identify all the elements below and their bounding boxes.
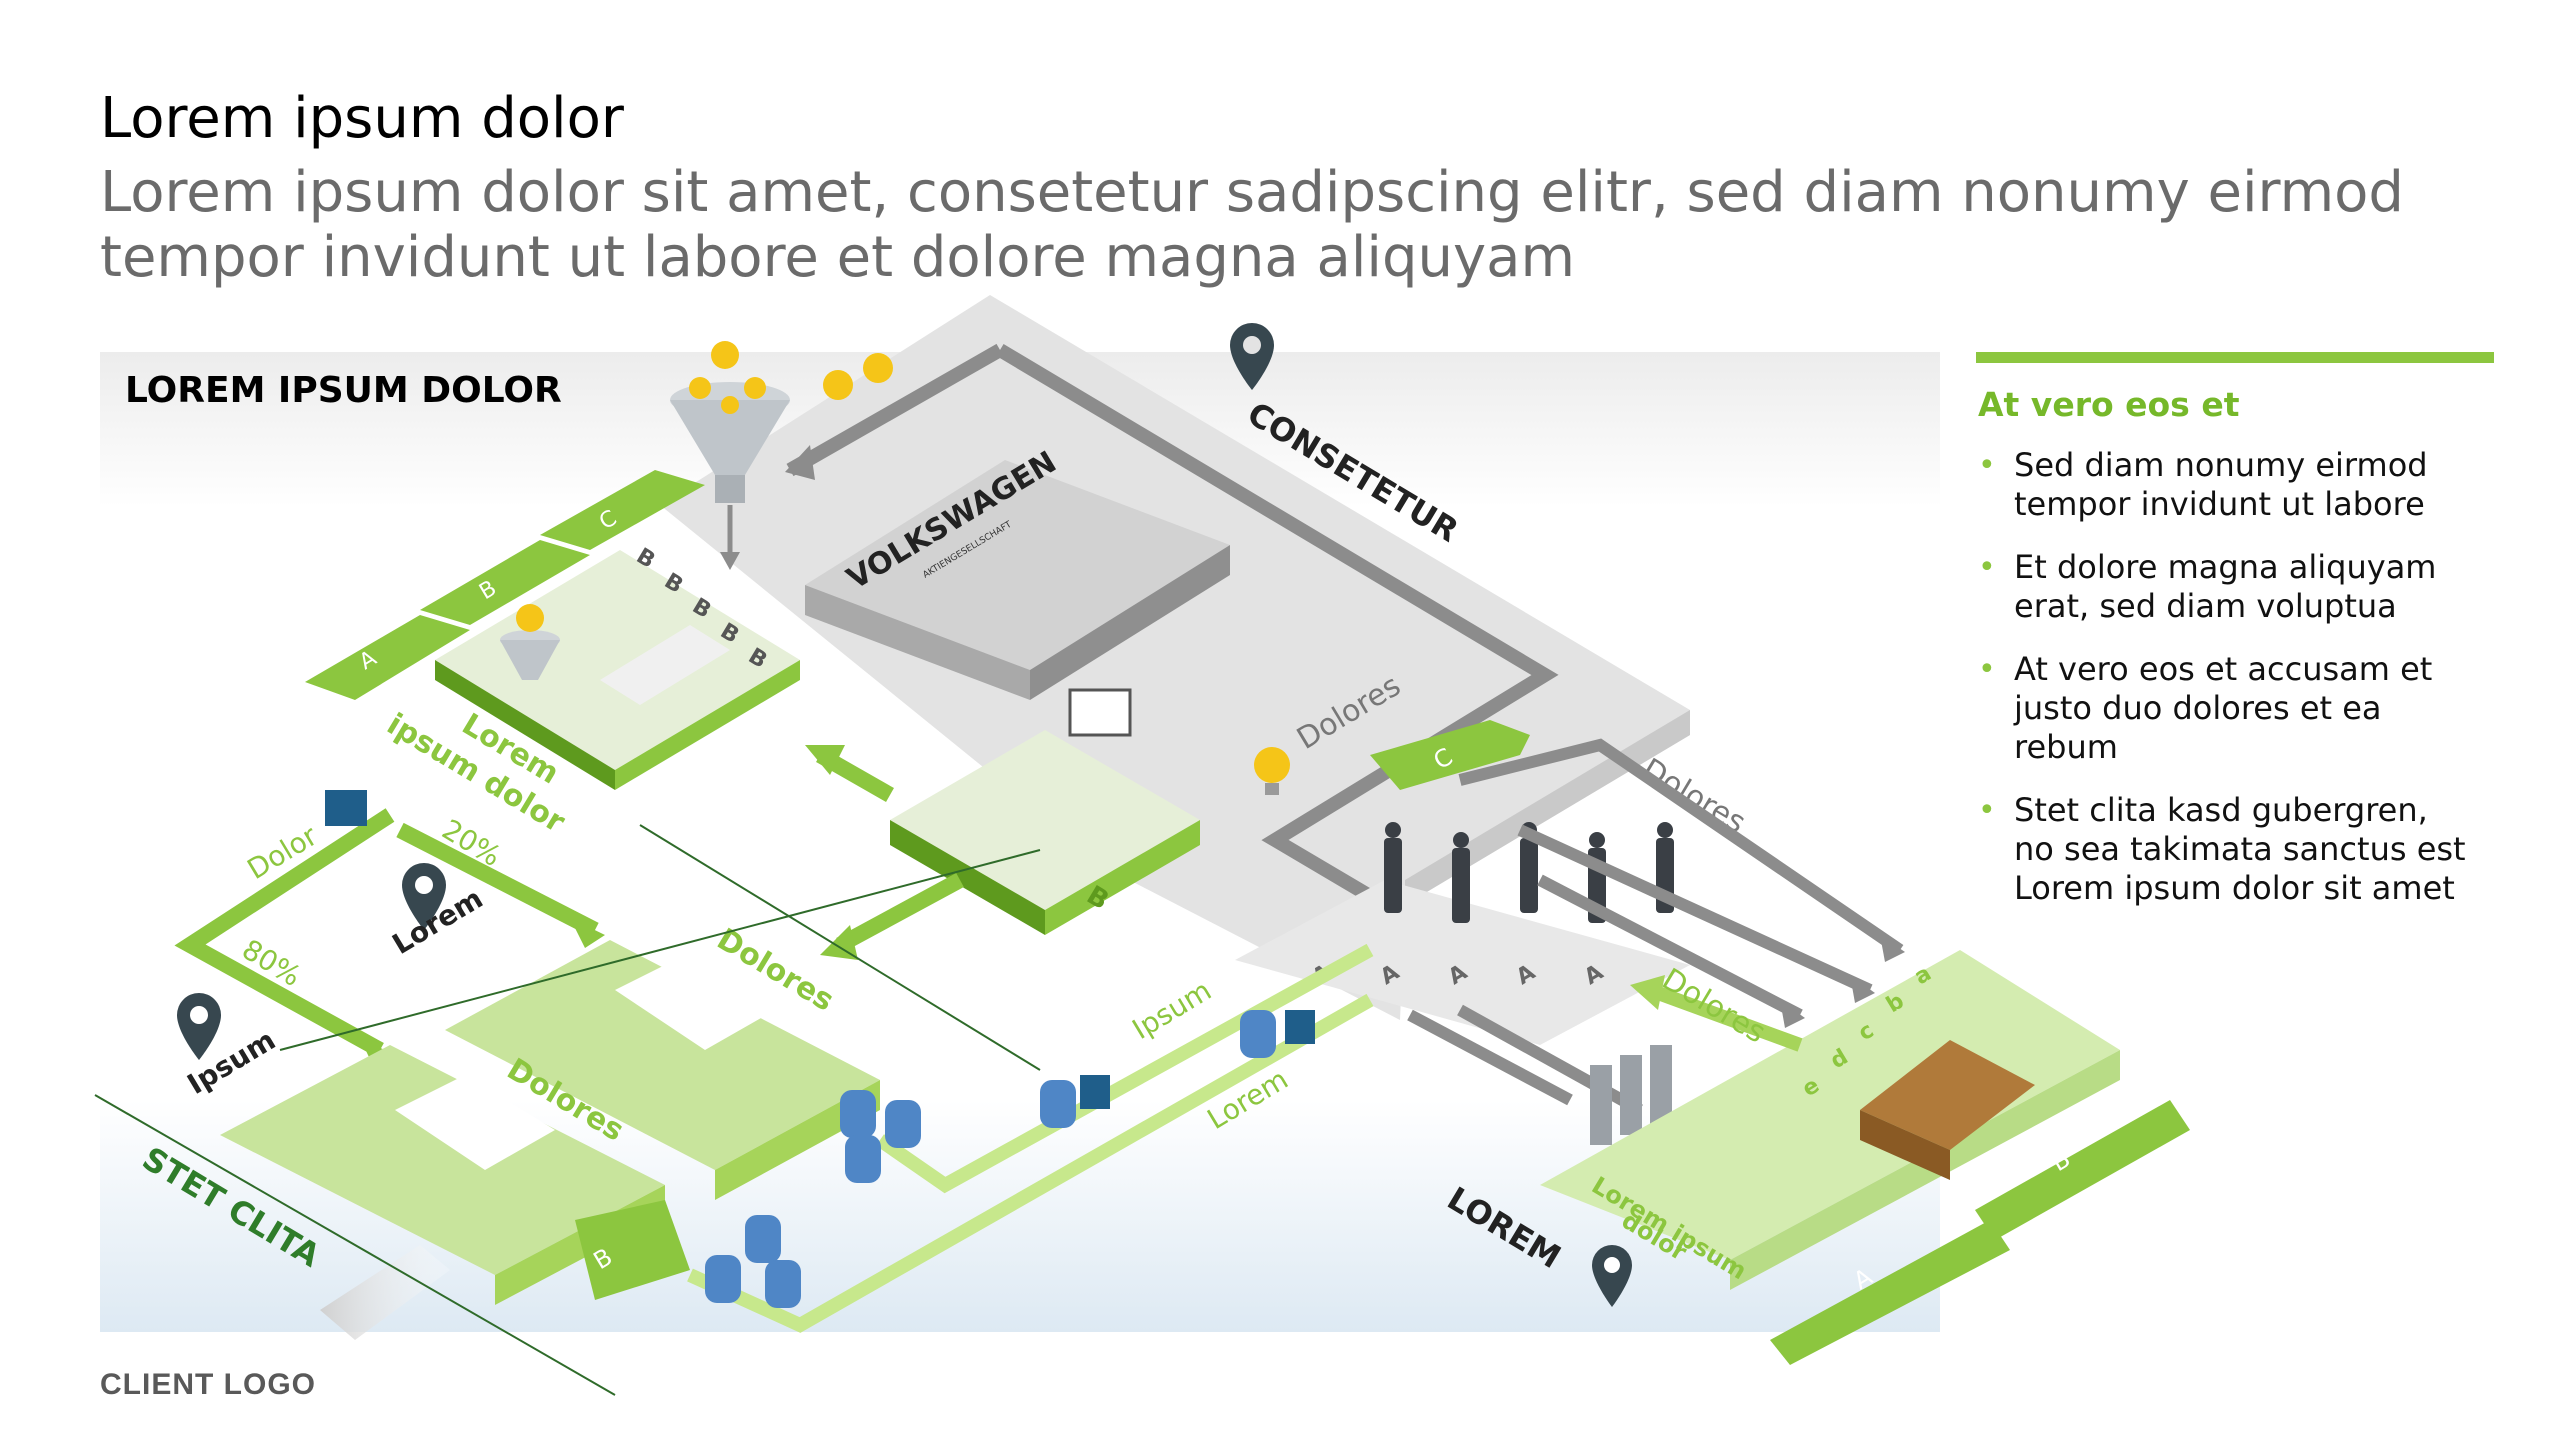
arrow-b-left <box>575 1200 690 1300</box>
arrow-c-center <box>1370 720 1530 790</box>
map-pin-icon <box>1592 1245 1632 1307</box>
green-return-arrowhead <box>1630 975 1665 1010</box>
meeting-table-icon <box>600 625 730 705</box>
dolores-gray-label-2: Dolores <box>1636 752 1752 841</box>
gray-outgoing-arrow <box>320 1245 450 1340</box>
map-pin-icon <box>177 993 221 1060</box>
bullet-line: Et dolore magna aliquyam <box>2014 548 2437 586</box>
bullet-line: erat, sed diam voluptua <box>2014 587 2397 625</box>
person-head <box>1453 832 1469 848</box>
right-desk-platform <box>1540 950 2120 1260</box>
panel-bullet: Stet clita kasd gubergren,no sea takimat… <box>1978 791 2490 908</box>
page-title: Lorem ipsum dolor <box>100 86 624 151</box>
bullet-line: tempor invidunt ut labore <box>2014 485 2425 523</box>
arrow-a <box>305 615 470 700</box>
dimension-lines <box>94 824 1041 1396</box>
bullet-line: no sea takimata sanctus est <box>2014 830 2466 868</box>
person-body <box>1384 838 1402 913</box>
book-icon <box>1080 1010 1315 1109</box>
center-green-platform-front <box>890 820 1045 935</box>
gray-arrowhead <box>1880 935 1905 962</box>
funnel-icon <box>500 630 560 680</box>
arrow-b-right <box>1975 1100 2190 1240</box>
info-panel: At vero eos et Sed diam nonumy eirmodtem… <box>1976 352 2494 932</box>
vw-building-right <box>1030 545 1230 700</box>
desk-icon <box>1860 1040 2035 1180</box>
bullet-line: At vero eos et accusam et <box>2014 650 2433 688</box>
meeting-table-icon <box>395 1075 555 1170</box>
right-desk-platform-side <box>1730 1050 2120 1290</box>
map-pin-icon <box>402 863 446 930</box>
bullet-line: Lorem ipsum dolor sit amet <box>2014 869 2455 907</box>
bullet-line: Sed diam nonumy eirmod <box>2014 446 2428 484</box>
left-stage-platform-side <box>615 660 800 790</box>
funnel-down-arrowhead <box>720 552 740 570</box>
map-pin-icon <box>1230 323 1274 390</box>
meeting-table-icon <box>615 955 775 1050</box>
meeting-room-upper-side <box>715 1080 880 1200</box>
lightbulb-icon <box>516 604 544 632</box>
presentation-board-icon <box>1068 688 1132 737</box>
gray-loop-top-segment <box>786 343 1004 477</box>
bullet-line: rebum <box>2014 728 2118 766</box>
gate-platform <box>1235 880 1690 1045</box>
left-flow-lines <box>174 808 599 1058</box>
vw-building-top <box>805 460 1230 670</box>
book-icon <box>325 790 367 826</box>
center-green-platform-side <box>1045 820 1200 935</box>
arrow-b <box>420 540 590 625</box>
person-body <box>1452 848 1470 923</box>
panel-divider <box>1976 352 2494 363</box>
vw-building-front <box>805 585 1030 700</box>
page-subtitle-line-2: tempor invidunt ut labore et dolore magn… <box>100 225 1576 290</box>
green-arrowhead <box>805 745 845 775</box>
gray-arrowhead <box>1780 1000 1805 1028</box>
left-stage-platform-front <box>435 660 615 790</box>
bullet-line: justo duo dolores et ea <box>2014 689 2382 727</box>
green-return-arrow <box>1647 983 1803 1052</box>
person-head <box>1657 822 1673 838</box>
client-logo: CLIENT LOGO <box>100 1368 316 1401</box>
person-head <box>1589 832 1605 848</box>
arrow-c <box>540 470 705 550</box>
meeting-room-upper <box>445 940 880 1170</box>
person-body <box>1520 838 1538 913</box>
gray-loop-arrowhead <box>785 445 815 480</box>
green-arrowhead <box>570 918 605 948</box>
arrow-a-right <box>1770 1220 2010 1365</box>
left-stage-platform <box>435 550 800 770</box>
lightbulb-icon <box>1254 747 1290 795</box>
meeting-room-lower <box>220 1045 665 1275</box>
panel-heading: At vero eos et <box>1978 385 2240 424</box>
green-arrowhead <box>820 925 858 960</box>
robot-icon <box>705 1010 1276 1308</box>
lightbulb-icon <box>689 341 893 414</box>
turnstile-icon <box>1590 1045 1672 1145</box>
gray-arrowhead <box>1850 975 1875 1003</box>
main-gray-platform <box>660 295 1690 1020</box>
region-title: LOREM IPSUM DOLOR <box>125 370 562 411</box>
bullet-line: Stet clita kasd gubergren, <box>2014 791 2428 829</box>
person-head <box>1385 822 1401 838</box>
page-subtitle-line-1: Lorem ipsum dolor sit amet, consetetur s… <box>100 160 2404 225</box>
